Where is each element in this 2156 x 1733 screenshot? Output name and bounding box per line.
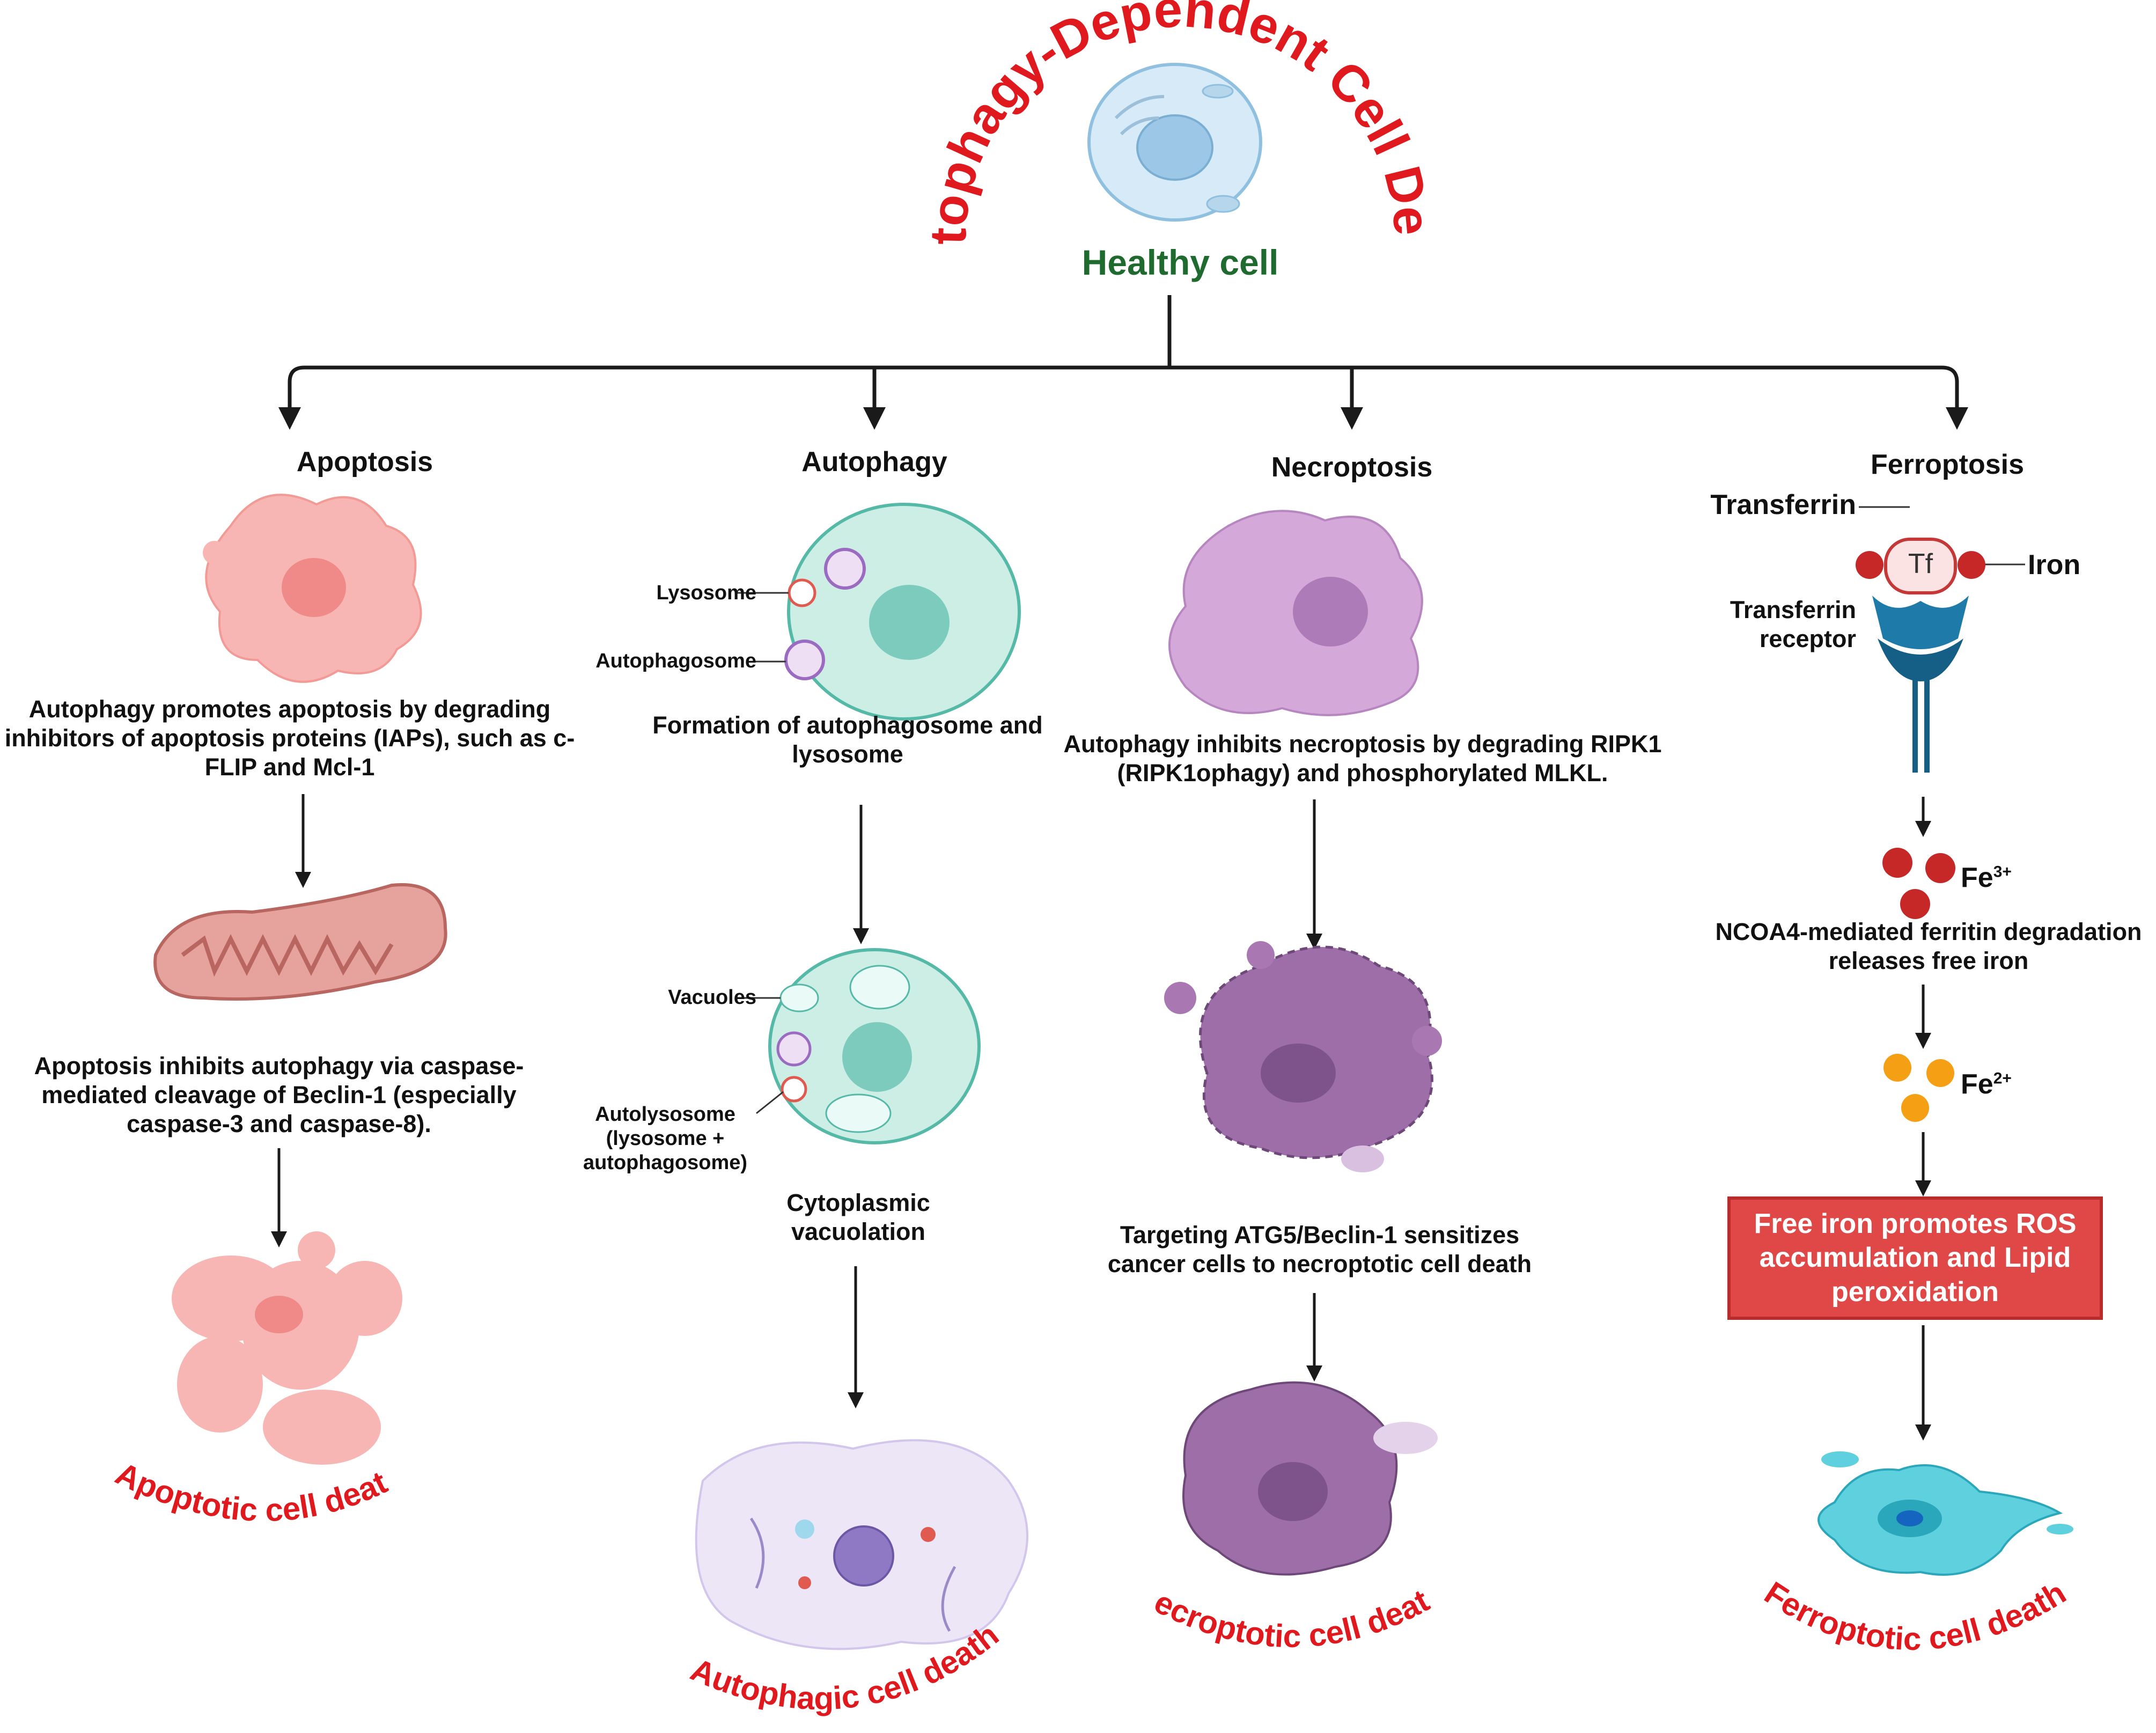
necroptosis-header: Necroptosis: [1271, 452, 1433, 483]
iron-label: Iron: [2028, 549, 2081, 581]
autophagic-death-illustration: [695, 1439, 1028, 1650]
lysosome-label: Lysosome: [656, 582, 756, 604]
vacuolated-cell-illustration: [768, 948, 981, 1144]
apoptosis-text-2: Apoptosis inhibits autophagy via caspase…: [34, 1052, 524, 1137]
fe3-label: Fe3+: [1961, 862, 2012, 893]
mitochondrion-illustration: [153, 883, 447, 1001]
necroptosis-text-2: Targeting ATG5/Beclin-1 sensitizes cance…: [1107, 1221, 1532, 1277]
autophagosome-label: Autophagosome: [595, 650, 756, 672]
apoptotic-bodies-illustration: [172, 1231, 402, 1465]
tf-label: Tf: [1908, 548, 1933, 579]
necroptosis-text-1: Autophagy inhibits necroptosis by degrad…: [1063, 730, 1662, 787]
outcome-ferroptotic: Ferroptotic cell death: [1758, 1574, 2072, 1657]
necroptotic-death-illustration: [1182, 1381, 1438, 1576]
autolysosome-label: Autolysosome (lysosome + autophagosome): [583, 1103, 748, 1174]
fe2-ions-illustration: [1883, 1054, 1954, 1122]
leader-autolysosome: [756, 1091, 784, 1114]
apoptosis-text-1: Autophagy promotes apoptosis by degradin…: [4, 695, 575, 781]
fe3-ions-illustration: [1882, 848, 1955, 919]
autophagy-header: Autophagy: [801, 446, 947, 478]
transferrin-receptor-label: Transferrin receptor: [1730, 596, 1856, 652]
ros-lipid-peroxidation-box: Free iron promotes ROS accumulation and …: [1727, 1196, 2103, 1320]
vacuoles-label: Vacuoles: [668, 986, 756, 1009]
ferroptosis-header: Ferroptosis: [1870, 449, 2025, 480]
transferrin-receptor-illustration: [1856, 538, 1985, 773]
ferroptotic-death-illustration: [1817, 1451, 2073, 1576]
necroptosis-cell-illustration: [1168, 510, 1423, 716]
healthy-cell-label: Healthy cell: [1081, 243, 1279, 282]
autophagy-cell-illustration: [784, 503, 1021, 721]
autophagy-text-1: Formation of autophagosome and lysosome: [652, 711, 1043, 768]
autophagy-text-2: Cytoplasmic vacuolation: [786, 1189, 930, 1245]
apoptotic-cell-illustration: [203, 494, 422, 683]
healthy-cell-illustration: [1087, 63, 1262, 222]
necroptosis-mid-illustration: [1164, 941, 1442, 1172]
ferroptosis-text-1: NCOA4-mediated ferritin degradation rele…: [1715, 918, 2142, 974]
transferrin-label: Transferrin: [1710, 489, 1856, 520]
fe2-label: Fe2+: [1961, 1069, 2012, 1100]
tree-connectors: [278, 295, 1968, 430]
apoptosis-header: Apoptosis: [296, 446, 433, 478]
